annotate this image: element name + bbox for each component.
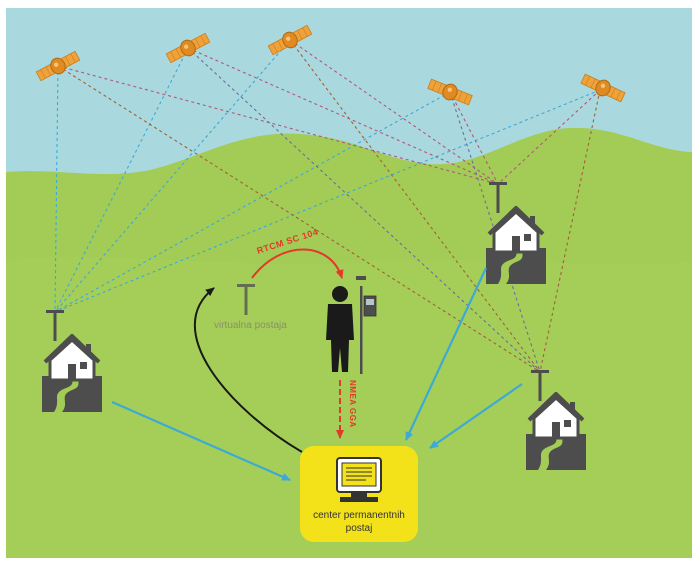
correction-arrow xyxy=(193,287,303,453)
rtcm-arrow xyxy=(251,248,344,279)
person-icon xyxy=(326,276,377,374)
center-label-line2: postaj xyxy=(346,523,373,534)
control-center: center permanentnih postaj xyxy=(300,446,418,542)
center-label-line1: center permanentnih xyxy=(313,510,405,521)
computer-icon xyxy=(336,457,382,502)
nmea-label: NMEA GGA xyxy=(348,380,357,428)
virtual-station: virtualna postaja xyxy=(214,284,287,331)
virtual-station-label: virtualna postaja xyxy=(214,320,287,331)
station-to-center-arrows xyxy=(111,267,523,482)
satellite-signal-lines xyxy=(54,39,601,373)
